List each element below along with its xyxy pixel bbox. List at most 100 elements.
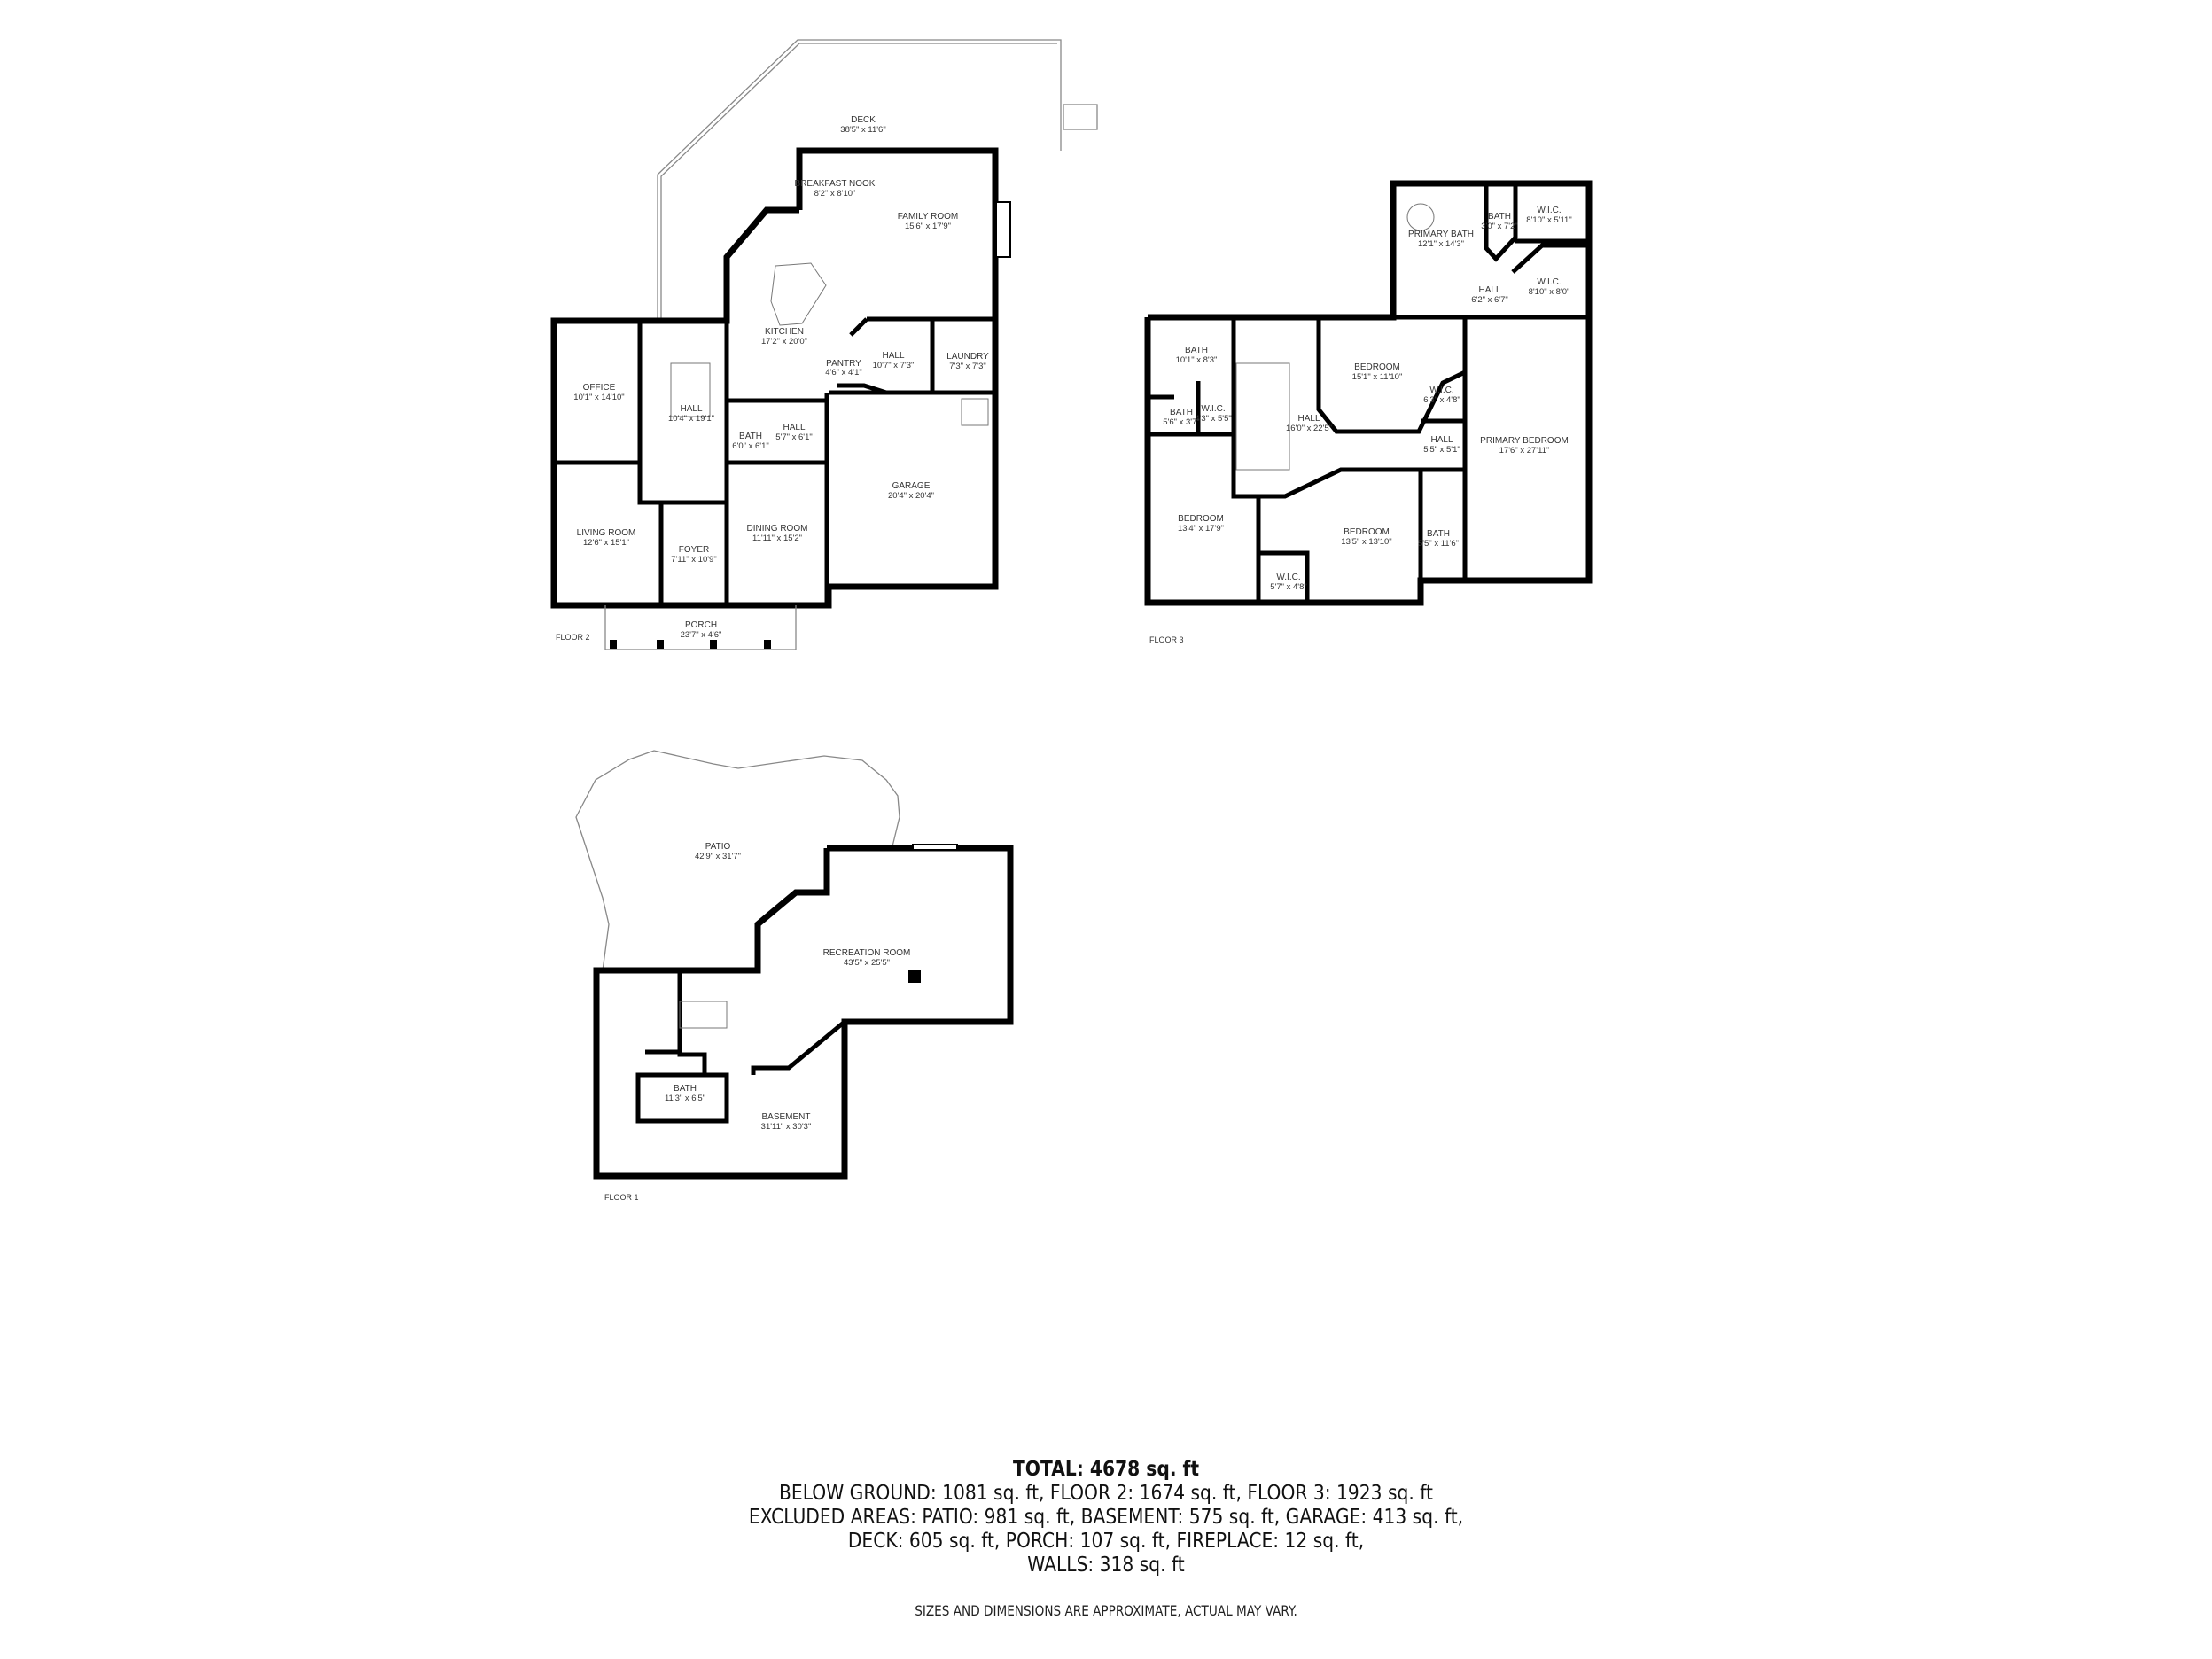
floor-areas: BELOW GROUND: 1081 sq. ft, FLOOR 2: 1674… [779, 1482, 1433, 1505]
kitchen-island [770, 262, 827, 326]
fireplace-icon [995, 201, 1011, 258]
room-name: FAMILY ROOM [898, 212, 959, 222]
room-name: DINING ROOM [747, 524, 808, 534]
floor-label: FLOOR 1 [604, 1193, 639, 1202]
room-dims: 15'6" x 17'9" [905, 222, 951, 231]
room-name: HALL [1430, 435, 1453, 445]
porch-outline [604, 605, 797, 650]
room-dims: 5'5" x 5'1" [1423, 445, 1460, 455]
stairs-icon [670, 362, 711, 417]
room-dims: 17'6" x 27'11" [1499, 446, 1550, 456]
room-name: W.I.C. [1201, 404, 1225, 414]
stairs-icon [679, 1001, 728, 1029]
column-icon [908, 970, 921, 983]
room-name: HALL [1478, 285, 1500, 295]
floor-1-outer-wall [593, 845, 1014, 1180]
room-dims: 10'1" x 8'3" [1176, 355, 1218, 365]
room-dims: 5'7" x 4'8" [1270, 582, 1307, 592]
room-dims: 43'5" x 25'5" [844, 958, 890, 968]
floor-3-outer-wall [1144, 180, 1593, 606]
room-name: BATH [1427, 529, 1450, 539]
total-area: TOTAL: 4678 sq. ft [1012, 1458, 1200, 1481]
deck-outline [657, 39, 1062, 319]
bathtub-icon [1406, 203, 1435, 231]
room-name: PORCH [685, 620, 717, 630]
disclaimer: SIZES AND DIMENSIONS ARE APPROXIMATE, AC… [915, 1602, 1297, 1619]
room-dims: 3'0" x 7'2" [1481, 222, 1518, 231]
room-name: PRIMARY BATH [1408, 230, 1474, 239]
room-dims: 10'4" x 19'1" [668, 414, 714, 424]
room-name: DECK [851, 115, 876, 125]
room-dims: 4'3" x 5'5" [1195, 414, 1232, 424]
room-name: W.I.C. [1537, 206, 1561, 215]
floor-1-labels: PATIO 42'9" x 31'7" RECREATION ROOM 43'5… [604, 842, 910, 1202]
room-name: LIVING ROOM [577, 528, 636, 538]
room-name: HALL [680, 404, 702, 414]
room-name: BATH [739, 432, 762, 441]
room-name: RECREATION ROOM [823, 948, 911, 958]
room-name: BEDROOM [1178, 514, 1224, 524]
room-dims: 8'10" x 8'0" [1529, 287, 1570, 297]
floor-1-plan [575, 750, 1014, 1180]
room-dims: 6'0" x 6'1" [732, 441, 769, 451]
room-name: OFFICE [583, 383, 616, 393]
room-name: PATIO [705, 842, 731, 852]
room-dims: 7'3" x 7'3" [949, 362, 986, 371]
room-dims: 6'3" x 4'8" [1423, 395, 1460, 405]
room-name: KITCHEN [765, 327, 804, 337]
room-dims: 42'9" x 31'7" [695, 852, 741, 861]
excluded-areas: EXCLUDED AREAS: PATIO: 981 sq. ft, BASEM… [748, 1506, 1464, 1529]
room-name: GARAGE [892, 481, 931, 491]
room-name: BREAKFAST NOOK [795, 179, 876, 189]
room-name: BATH [1170, 408, 1193, 417]
room-dims: 6'2" x 6'7" [1471, 295, 1508, 305]
floor-3-labels: PRIMARY BATH 12'1" x 14'3" BATH 3'0" x 7… [1149, 206, 1572, 644]
room-dims: 11'3" x 6'5" [665, 1094, 705, 1103]
room-name: HALL [1297, 414, 1320, 424]
room-name: BATH [674, 1084, 697, 1094]
room-name: HALL [783, 423, 805, 432]
room-name: BASEMENT [761, 1112, 810, 1122]
room-name: W.I.C. [1537, 277, 1561, 287]
room-dims: 16'0" x 22'5" [1286, 424, 1332, 433]
room-dims: 10'1" x 14'10" [573, 393, 624, 402]
room-name: PRIMARY BEDROOM [1480, 436, 1569, 446]
room-name: HALL [882, 351, 904, 361]
room-dims: 12'6" x 15'1" [583, 538, 629, 548]
room-name: PANTRY [826, 359, 861, 369]
room-dims: 11'11" x 15'2" [752, 534, 802, 543]
room-dims: 5'5" x 11'6" [1418, 539, 1459, 549]
room-dims: 7'11" x 10'9" [671, 555, 716, 565]
room-name: BATH [1488, 212, 1511, 222]
stairs-icon [1235, 362, 1290, 471]
room-dims: 12'1" x 14'3" [1418, 239, 1464, 249]
room-dims: 8'10" x 5'11" [1526, 215, 1571, 225]
room-dims: 4'6" x 4'1" [825, 368, 862, 378]
room-dims: 17'2" x 20'0" [761, 337, 807, 347]
room-dims: 13'5" x 13'10" [1341, 537, 1391, 547]
floor-label: FLOOR 2 [556, 633, 590, 642]
room-name: BEDROOM [1344, 527, 1390, 537]
walls-area: WALLS: 318 sq. ft [1027, 1554, 1185, 1577]
room-dims: 23'7" x 4'6" [681, 630, 722, 640]
area-summary: TOTAL: 4678 sq. ft BELOW GROUND: 1081 sq… [0, 1458, 2212, 1577]
room-dims: 8'2" x 8'10" [814, 189, 856, 199]
room-dims: 31'11" x 30'3" [761, 1122, 812, 1132]
deck-stairs [1063, 104, 1098, 130]
floor-3-plan [1144, 180, 1593, 606]
room-name: LAUNDRY [946, 352, 989, 362]
patio-outline [575, 750, 900, 971]
basement-bath-walls [635, 1072, 729, 1124]
room-name: BEDROOM [1354, 362, 1400, 372]
room-dims: 10'7" x 7'3" [873, 361, 915, 370]
excluded-areas-cont: DECK: 605 sq. ft, PORCH: 107 sq. ft, FIR… [847, 1530, 1365, 1553]
room-name: W.I.C. [1276, 572, 1300, 582]
room-dims: 5'7" x 6'1" [775, 432, 813, 442]
room-dims: 38'5" x 11'6" [840, 125, 885, 135]
room-name: W.I.C. [1429, 386, 1453, 395]
floor-2-labels: DECK 38'5" x 11'6" BREAKFAST NOOK 8'2" x… [556, 115, 989, 642]
room-name: BATH [1185, 346, 1208, 355]
room-dims: 20'4" x 20'4" [888, 491, 934, 501]
floor-label: FLOOR 3 [1149, 635, 1184, 644]
